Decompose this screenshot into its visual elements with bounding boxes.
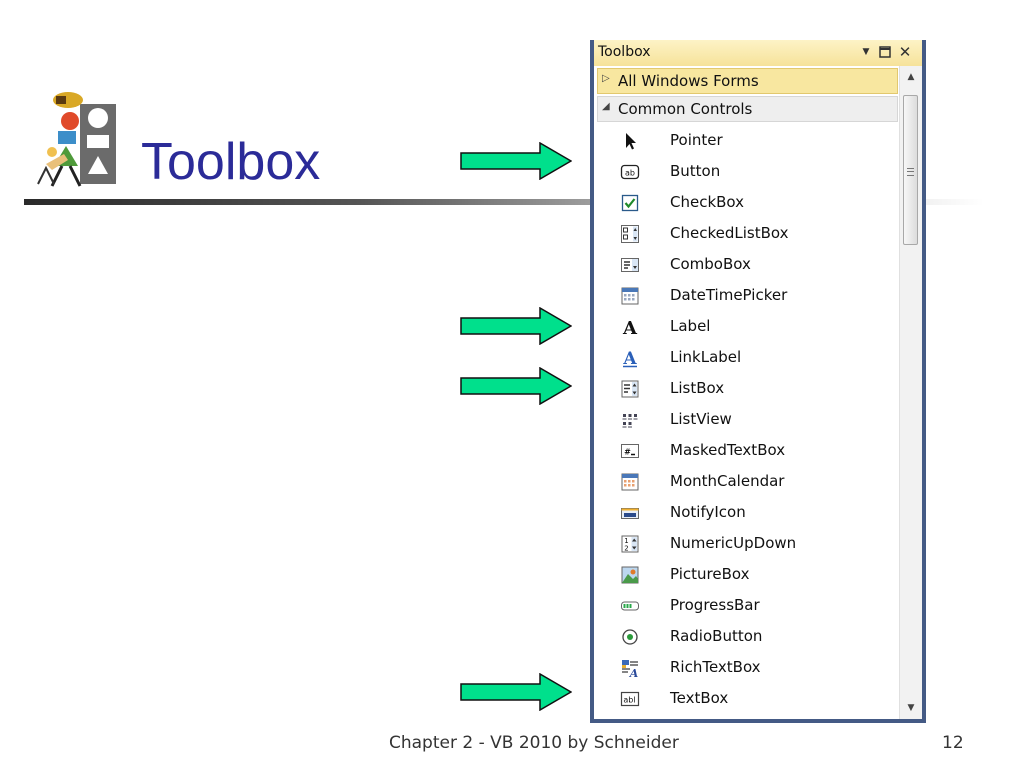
listbox-icon	[621, 380, 639, 398]
datetimepicker-icon	[621, 287, 639, 305]
tool-item-datetimepicker[interactable]: DateTimePicker	[594, 280, 900, 311]
tool-item-richtextbox[interactable]: A RichTextBox	[594, 652, 900, 683]
tool-item-monthcalendar[interactable]: MonthCalendar	[594, 466, 900, 497]
tool-item-notifyicon[interactable]: NotifyIcon	[594, 497, 900, 528]
scrollbar-thumb[interactable]	[903, 95, 918, 245]
tool-item-picturebox[interactable]: PictureBox	[594, 559, 900, 590]
arrow-icon	[460, 367, 572, 405]
scroll-grip-icon	[907, 168, 914, 176]
svg-text:ab: ab	[625, 169, 635, 178]
tool-item-radiobutton[interactable]: RadioButton	[594, 621, 900, 652]
arrow-icon	[460, 307, 572, 345]
svg-text:abl: abl	[623, 696, 635, 705]
collapse-triangle-icon: ◢	[602, 101, 610, 112]
slide-logo	[37, 92, 116, 187]
picturebox-icon	[621, 566, 639, 584]
tool-item-maskedtextbox[interactable]: # MaskedTextBox	[594, 435, 900, 466]
toolbox-list: ▷ All Windows Forms ◢ Common Controls Po…	[594, 66, 900, 719]
button-icon: ab	[620, 164, 640, 180]
group-all-windows-forms[interactable]: ▷ All Windows Forms	[597, 68, 898, 94]
listview-icon	[622, 414, 638, 428]
dropdown-icon[interactable]: ▼	[862, 47, 870, 57]
tool-item-combobox[interactable]: ComboBox	[594, 249, 900, 280]
svg-text:1: 1	[624, 537, 628, 545]
toolbox-title-bar: Toolbox ▼ ✕	[594, 40, 922, 66]
pointer-icon	[626, 133, 636, 150]
toolbox-window: Toolbox ▼ ✕ ▷ All Windows Forms ◢ Common…	[590, 40, 926, 723]
progressbar-icon	[621, 601, 639, 611]
slide-title: Toolbox	[141, 133, 321, 191]
arrow-icon	[460, 142, 572, 180]
slide-footer: Chapter 2 - VB 2010 by Schneider	[389, 733, 679, 753]
tool-item-checkbox[interactable]: CheckBox	[594, 187, 900, 218]
tool-item-textbox[interactable]: abl TextBox	[594, 683, 900, 714]
combobox-icon	[621, 258, 639, 272]
label-icon: A	[622, 318, 638, 337]
linklabel-icon: A	[622, 349, 637, 368]
checkedlistbox-icon	[621, 225, 639, 243]
title-underline	[24, 199, 984, 205]
page-number: 12	[942, 733, 964, 753]
expand-triangle-icon: ▷	[602, 73, 610, 84]
tool-item-button[interactable]: ab Button	[594, 156, 900, 187]
radiobutton-icon	[622, 629, 638, 645]
notifyicon-icon	[621, 508, 639, 519]
tool-item-label[interactable]: A Label	[594, 311, 900, 342]
checkbox-icon	[621, 194, 639, 212]
tool-item-checkedlistbox[interactable]: CheckedListBox	[594, 218, 900, 249]
svg-text:A: A	[622, 318, 638, 337]
svg-text:#: #	[624, 448, 631, 457]
arrow-icon	[460, 673, 572, 711]
scroll-down-icon[interactable]: ▼	[907, 703, 915, 713]
toolbox-body: ▷ All Windows Forms ◢ Common Controls Po…	[594, 66, 922, 719]
tool-item-listview[interactable]: ListView	[594, 404, 900, 435]
numericupdown-icon: 12	[621, 535, 639, 553]
monthcalendar-icon	[621, 473, 639, 491]
toolbox-title: Toolbox	[598, 44, 651, 60]
scroll-up-icon[interactable]: ▲	[907, 72, 915, 82]
svg-text:A: A	[629, 667, 639, 678]
group-common-controls[interactable]: ◢ Common Controls	[597, 96, 898, 122]
svg-text:2: 2	[624, 545, 628, 553]
maskedtextbox-icon: #	[621, 444, 639, 458]
svg-text:A: A	[622, 349, 637, 368]
textbox-icon: abl	[620, 691, 640, 707]
close-icon[interactable]: ✕	[898, 43, 912, 61]
tool-item-linklabel[interactable]: A LinkLabel	[594, 342, 900, 373]
richtextbox-icon: A	[622, 660, 639, 678]
toolbox-scrollbar[interactable]: ▲ ▼	[899, 66, 922, 719]
tool-item-progressbar[interactable]: ProgressBar	[594, 590, 900, 621]
maximize-icon[interactable]	[877, 43, 893, 61]
tool-item-listbox[interactable]: ListBox	[594, 373, 900, 404]
tool-item-pointer[interactable]: Pointer	[594, 125, 900, 156]
